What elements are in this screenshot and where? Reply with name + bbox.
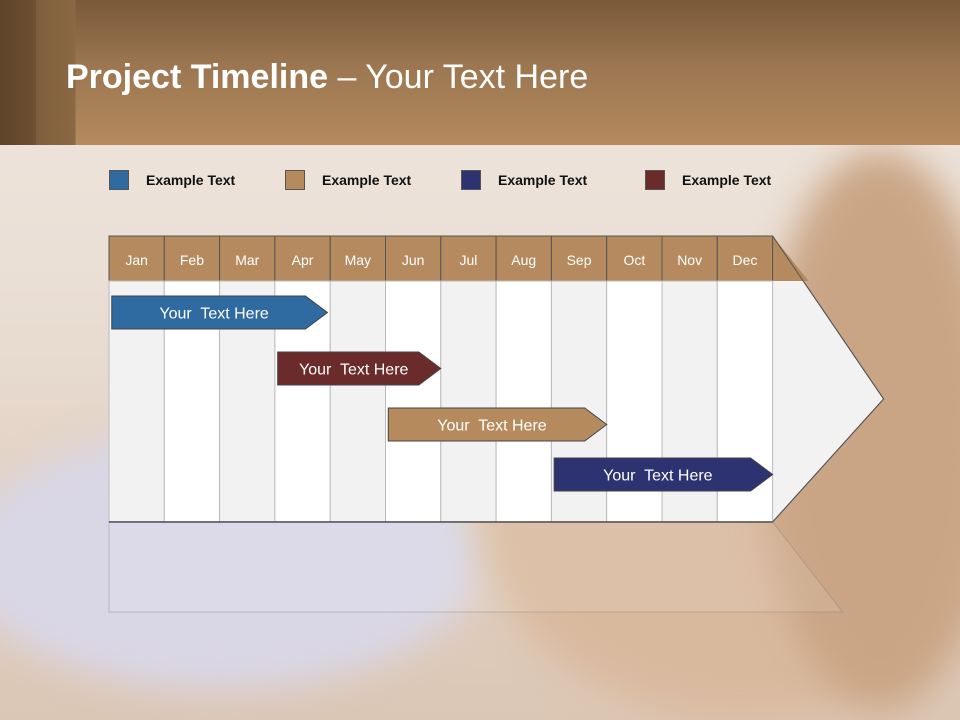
- month-header-cell: [385, 235, 442, 282]
- title-bold: Project Timeline: [66, 58, 329, 96]
- month-label: Feb: [180, 252, 204, 268]
- timeline-reflection: [108, 521, 844, 613]
- month-header-cell: [274, 235, 331, 282]
- month-header-cell: [661, 235, 718, 282]
- task-bar-label: Your Text Here: [437, 418, 547, 435]
- legend-swatch: [645, 170, 665, 190]
- title-rest: – Your Text Here: [328, 58, 589, 96]
- month-label: Dec: [732, 252, 757, 268]
- month-header-cell: [440, 235, 497, 282]
- task-bar: [277, 351, 442, 386]
- timeline-arrow-edge: [772, 235, 885, 523]
- month-column: [385, 280, 442, 523]
- month-label: Mar: [235, 252, 259, 268]
- timeline-header-tip: [772, 236, 809, 281]
- month-label: Jan: [125, 252, 148, 268]
- header-accent-strip: [36, 0, 76, 145]
- legend-label: Example Text: [682, 172, 772, 188]
- legend-swatch: [285, 170, 305, 190]
- header-band: [0, 0, 960, 145]
- month-column: [495, 280, 552, 523]
- month-header-cell: [550, 235, 608, 282]
- legend-swatch: [461, 170, 481, 190]
- month-label: May: [345, 252, 371, 268]
- month-label: Jul: [459, 252, 477, 268]
- month-label: Jun: [402, 252, 425, 268]
- month-header-cell: [716, 235, 774, 282]
- task-bar-label: Your Text Here: [299, 362, 409, 379]
- legend-label: Example Text: [498, 172, 588, 188]
- month-column: [440, 280, 497, 523]
- month-header-cell: [495, 235, 552, 282]
- task-bar: [387, 407, 608, 442]
- task-bar-label: Your Text Here: [159, 306, 269, 323]
- legend-label: Example Text: [146, 172, 236, 188]
- month-label: Aug: [511, 252, 536, 268]
- month-column: [329, 280, 387, 523]
- legend-swatch: [109, 170, 129, 190]
- month-label: Apr: [292, 252, 314, 268]
- task-bar: [111, 295, 329, 330]
- month-header-cell: [219, 235, 276, 282]
- month-label: Oct: [623, 252, 645, 268]
- legend-label: Example Text: [322, 172, 412, 188]
- month-header-cell: [108, 235, 165, 282]
- task-bar: [553, 457, 774, 492]
- month-label: Sep: [567, 252, 592, 268]
- task-bar-label: Your Text Here: [603, 468, 713, 485]
- month-label: Nov: [677, 252, 702, 268]
- page-title: Project Timeline – Your Text Here: [66, 58, 588, 97]
